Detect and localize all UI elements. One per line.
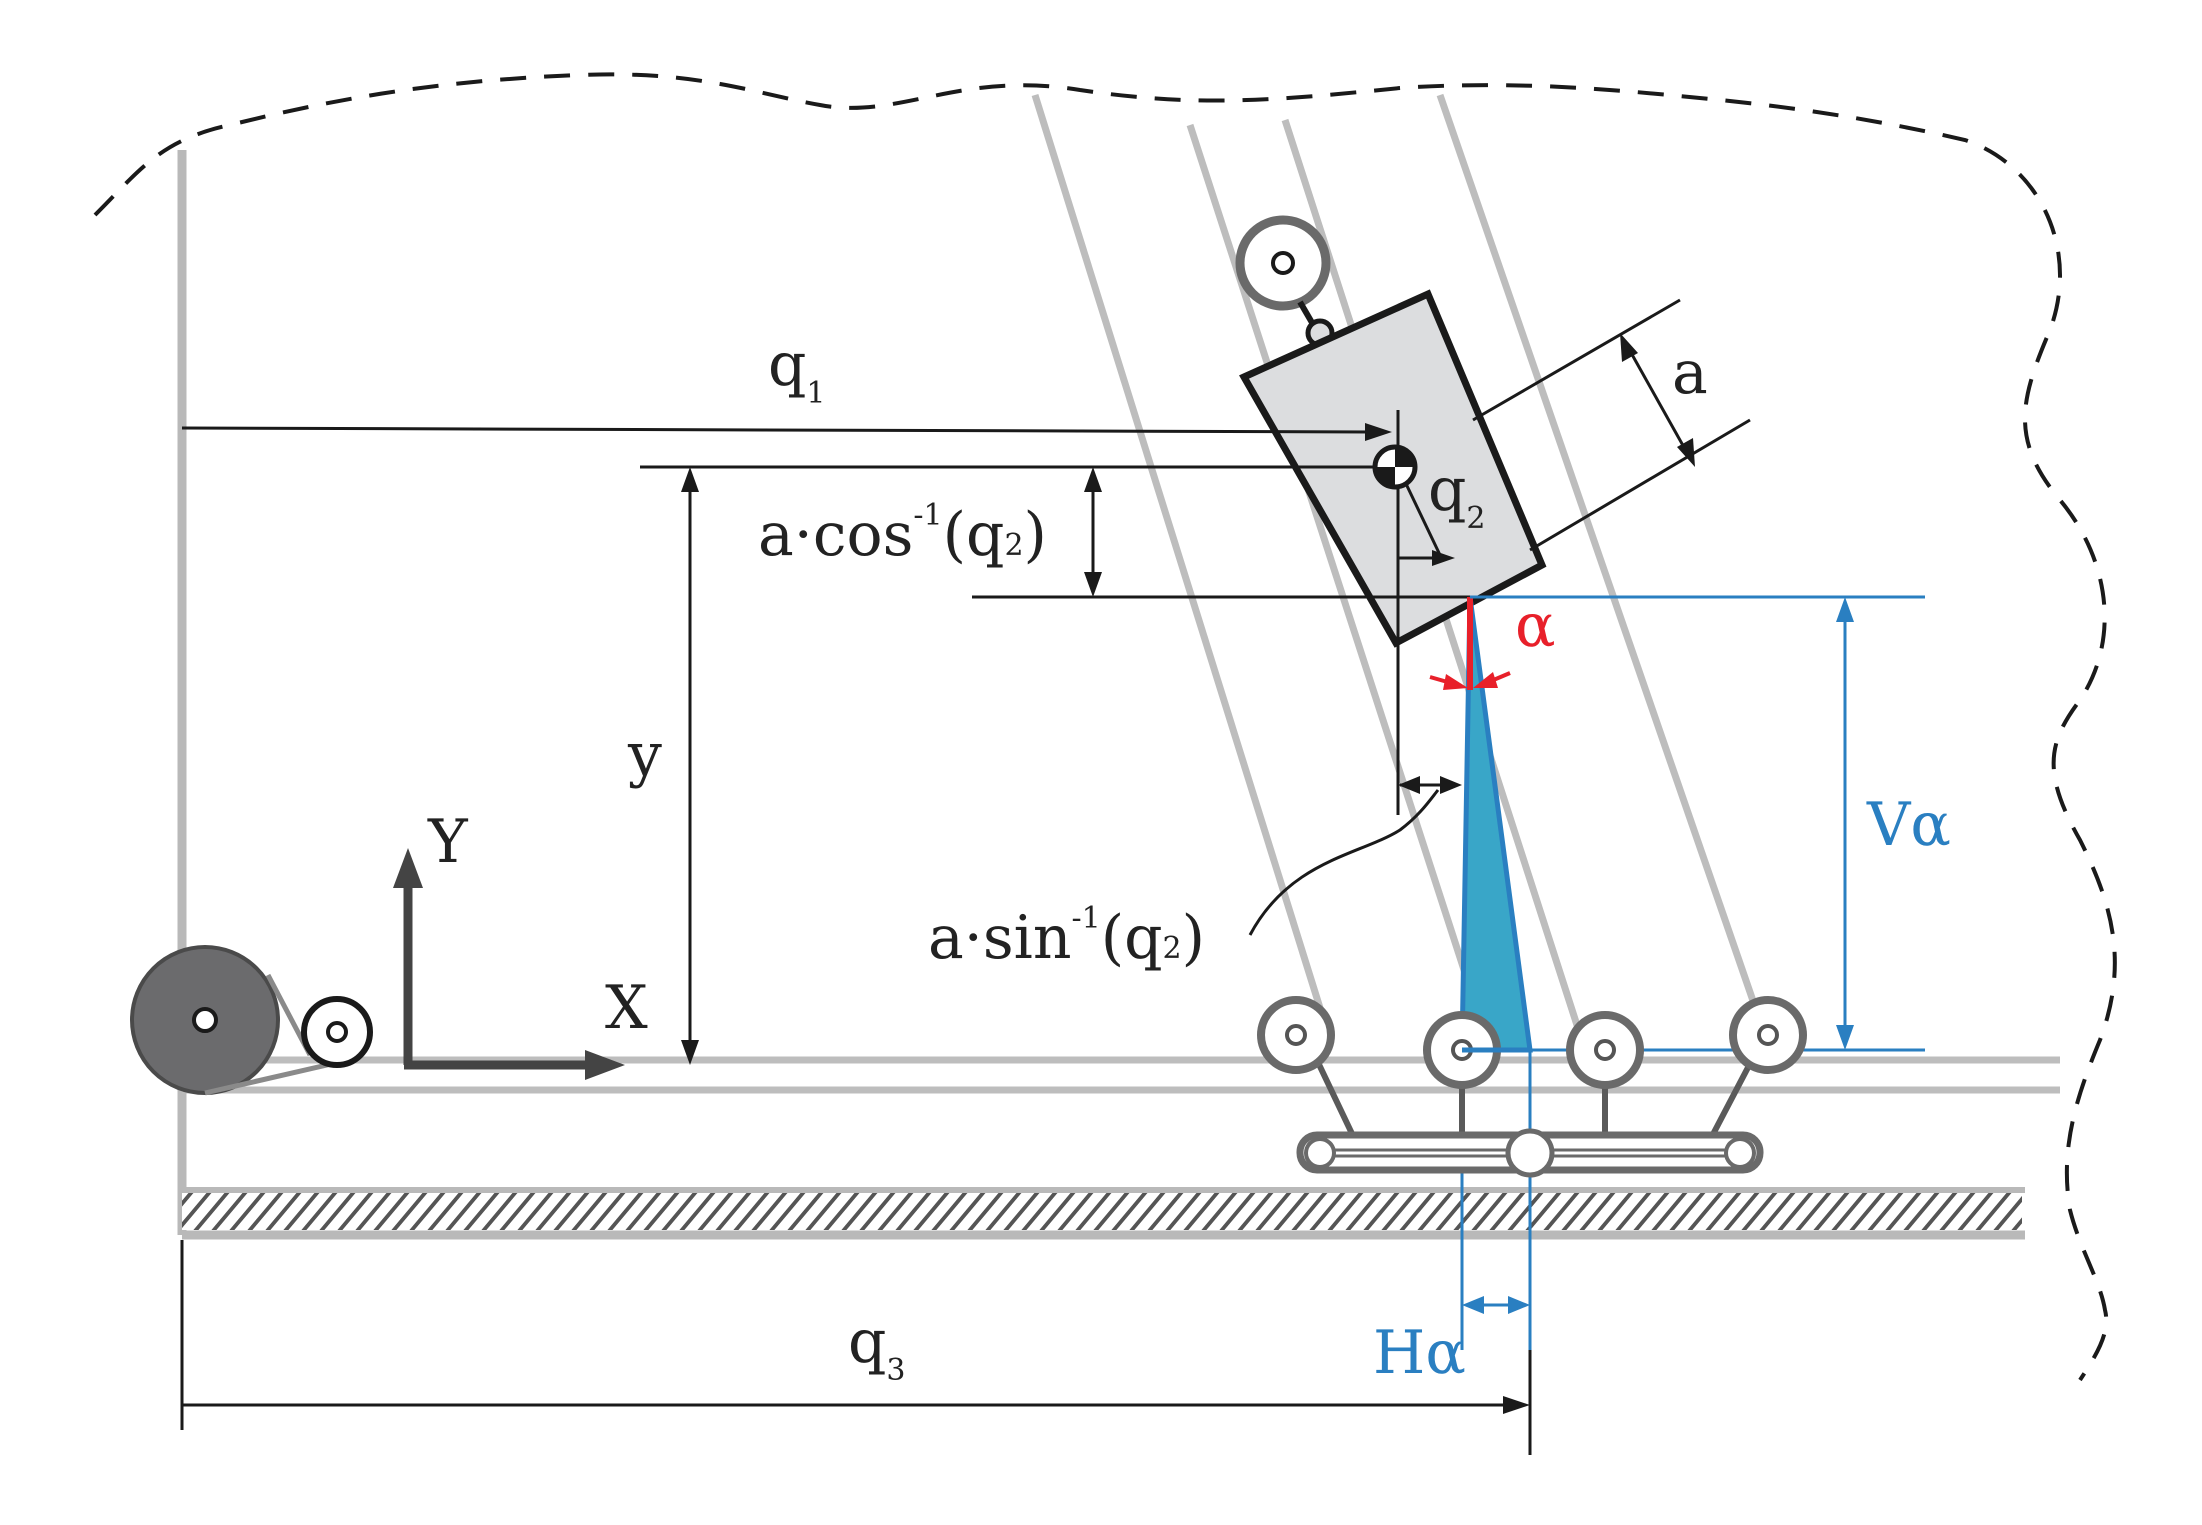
q2-arrowhead — [1432, 550, 1455, 566]
cable-bottom — [204, 1059, 341, 1096]
bogie-assembly — [1257, 996, 1807, 1178]
h-alpha-arrowhead-right — [1508, 1296, 1530, 1314]
axis-x-arrowhead — [585, 1050, 625, 1080]
rail-right — [1436, 93, 1774, 1052]
q2-label: q2 — [1428, 455, 1486, 536]
q1-arrowhead — [1365, 423, 1392, 441]
asin-arrowhead-right — [1440, 776, 1462, 794]
center-of-mass-icon — [1372, 444, 1418, 490]
q1-label: q1 — [768, 330, 826, 411]
v-alpha-arrowhead-top — [1836, 597, 1854, 622]
axis-y-label: Y — [427, 807, 469, 877]
alpha-label: α — [1515, 591, 1556, 661]
a-extension-line-bottom — [1529, 418, 1751, 552]
rail-left — [1031, 93, 1334, 1042]
acos-label: a·cos-1(q2) — [758, 498, 1047, 570]
v-alpha-arrowhead-bottom — [1836, 1025, 1854, 1050]
a-arrowhead-bottom — [1677, 438, 1695, 467]
a-label: a — [1672, 338, 1708, 408]
asin-arrowhead-left — [1398, 776, 1420, 794]
q1-dimension-line — [181, 426, 1371, 434]
acos-arrowhead-top — [1084, 467, 1102, 492]
q3-arrowhead — [1503, 1396, 1530, 1414]
a-arrowhead-top — [1620, 333, 1638, 362]
asin-label: a·sin-1(q2) — [928, 901, 1205, 973]
y-label: y — [627, 720, 662, 790]
alpha-arrowhead-right — [1473, 672, 1498, 688]
v-alpha-label: Vα — [1866, 790, 1951, 860]
pulley-icon — [301, 996, 373, 1068]
axis-x-label: X — [605, 973, 648, 1043]
spool-icon — [130, 945, 280, 1095]
h-alpha-arrowhead-left — [1462, 1296, 1484, 1314]
y-arrowhead-bottom — [681, 1040, 699, 1065]
ground — [182, 1190, 2022, 1230]
q3-label: q3 — [848, 1307, 906, 1388]
dashed-boundary — [93, 72, 2117, 1382]
a-dimension-line — [1623, 341, 1692, 459]
a-extension-line-top — [1472, 298, 1681, 422]
h-alpha-label: Hα — [1373, 1318, 1466, 1388]
carriage-top-pulley-icon — [1235, 215, 1331, 311]
alpha-arrowhead-left — [1443, 674, 1468, 690]
y-arrowhead-top — [681, 467, 699, 492]
acos-arrowhead-bottom — [1084, 572, 1102, 597]
asin-leader — [1248, 789, 1440, 936]
axis-y-arrowhead — [393, 848, 423, 888]
